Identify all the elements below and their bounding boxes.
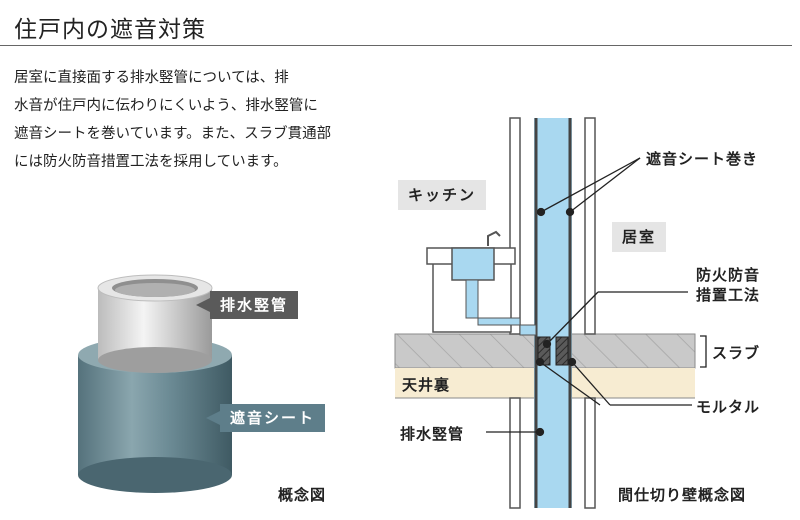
- title-divider: [0, 45, 792, 46]
- drain-pipe-label: 排水竪管: [400, 425, 465, 443]
- sheet-label-tag: 遮音シート: [220, 404, 326, 432]
- leader-lines: [486, 157, 707, 437]
- drain-pipe: [97, 274, 213, 373]
- fireproof-label-2: 措置工法: [696, 286, 761, 304]
- kitchen-label: キッチン: [398, 180, 487, 210]
- description-line: には防火防音措置工法を採用しています。: [14, 154, 288, 170]
- description-line: 居室に直接面する排水竪管については、排: [14, 70, 289, 86]
- pipe-label-tag: 排水竪管: [210, 291, 299, 319]
- drain-stack: [534, 118, 572, 508]
- fireproof-label-1: 防火防音: [696, 266, 761, 284]
- description-line: 水音が住戸内に伝わりにくいよう、排水竪管に: [14, 98, 318, 114]
- sheet-wrap-label: 遮音シート巻き: [646, 150, 759, 168]
- description-line: 遮音シートを巻いています。また、スラブ貫通部: [14, 126, 332, 142]
- partition-wall: [509, 117, 596, 509]
- slab-label: スラブ: [712, 344, 761, 362]
- sheet-pointer-icon: [206, 411, 220, 425]
- pipe-pointer-icon: [196, 298, 210, 312]
- page-title: 住戸内の遮音対策: [14, 17, 206, 43]
- right-caption: 間仕切り壁概念図: [618, 486, 747, 504]
- kitchen-sink: [426, 230, 537, 336]
- ceiling-label: 天井裏: [402, 376, 451, 394]
- left-caption: 概念図: [278, 486, 327, 504]
- mortar-label: モルタル: [696, 398, 761, 416]
- room-label: 居室: [612, 222, 667, 252]
- description: 居室に直接面する排水竪管については、排 水音が住戸内に伝わりにくいよう、排水竪管…: [14, 64, 364, 176]
